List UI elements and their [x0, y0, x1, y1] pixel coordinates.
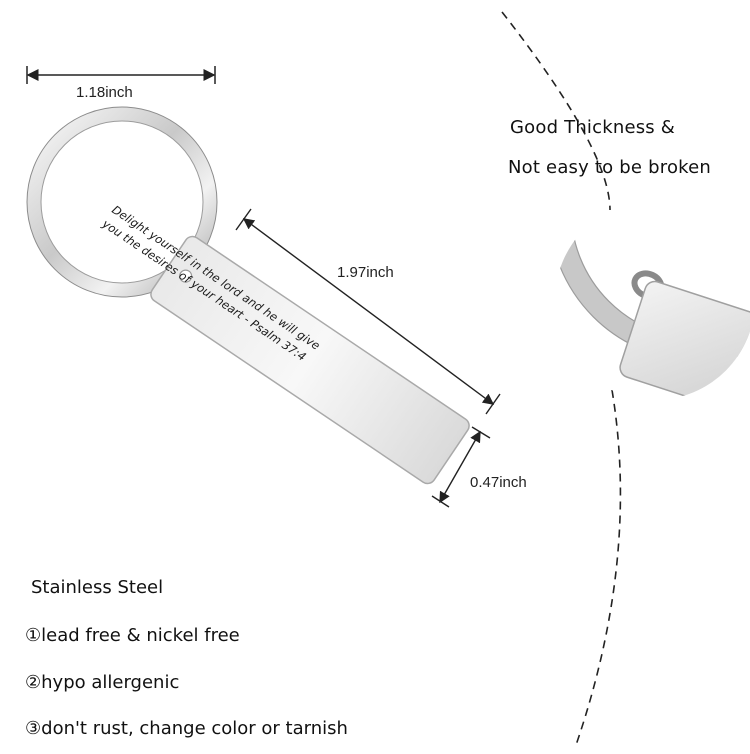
feature-item: ②hypo allergenic: [25, 672, 180, 693]
material-label: Stainless Steel: [31, 577, 164, 598]
ring-diameter-label: 1.18inch: [76, 84, 133, 101]
key-ring: [27, 107, 217, 297]
dashed-arc-lower: [574, 389, 622, 749]
length-dimension-line: [242, 218, 495, 405]
tag-length-label: 1.97inch: [337, 264, 394, 281]
dashed-arc: [501, 11, 611, 211]
feature-item: ①lead free & nickel free: [25, 625, 240, 646]
feature-item: ③don't rust, change color or tarnish: [25, 718, 348, 739]
tag-width-label: 0.47inch: [470, 474, 527, 491]
thickness-callout-line-1: Good Thickness &: [510, 117, 676, 138]
thickness-callout-line-2: Not easy to be broken: [508, 157, 712, 178]
width-dimension-line: [439, 430, 481, 504]
zoom-detail: [555, 200, 750, 400]
